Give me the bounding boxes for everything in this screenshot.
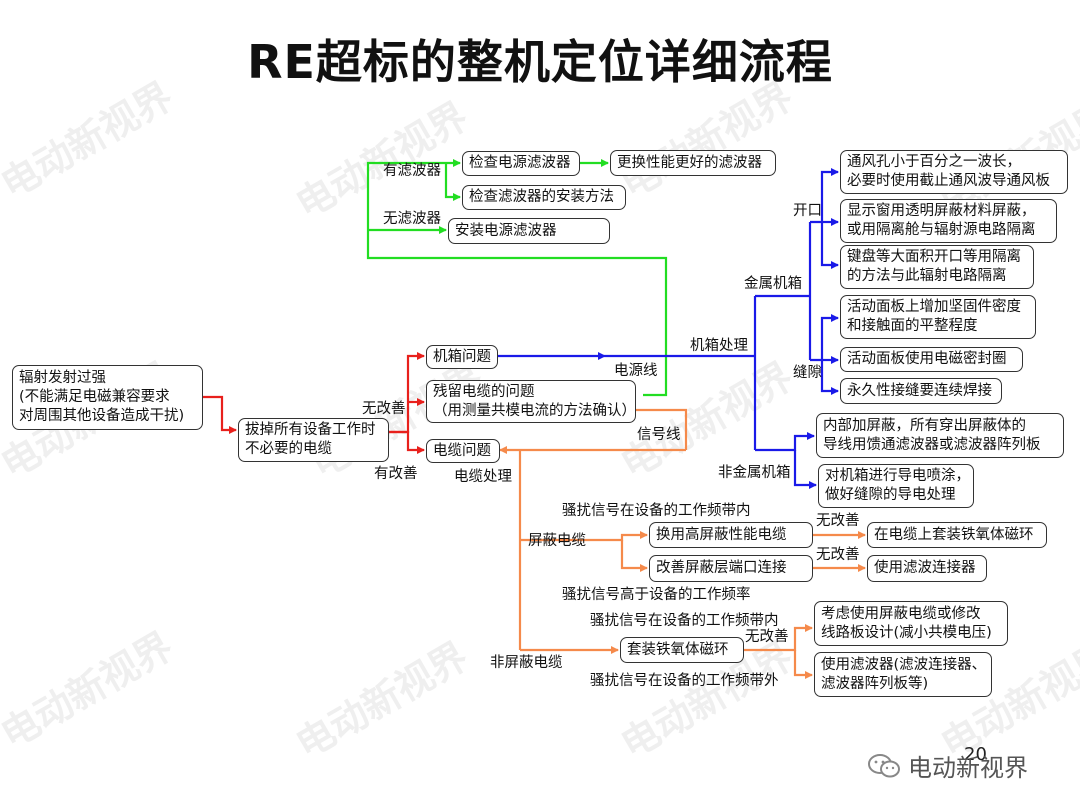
label-cable-processing: 电缆处理 [454,469,512,485]
node-text-line: 或用隔离舱与辐射源电路隔离 [847,222,1036,238]
node-text-line: 键盘等大面积开口等用隔离 [847,249,1021,265]
node-text-line: 不必要的电缆 [245,441,332,457]
node-chassis-issue: 机箱问题 [426,345,498,369]
node-weld: 永久性接缝要连续焊接 [840,378,1002,404]
brand-footer: 电动新视界 [866,748,1028,783]
node-window: 显示窗用透明屏蔽材料屏蔽， 或用隔离舱与辐射源电路隔离 [840,199,1057,243]
node-text-line: 线路板设计(减小共模电压) [821,624,992,641]
node-shielded-or-pcb: 考虑使用屏蔽电缆或修改线路板设计(减小共模电压) [814,601,1008,646]
node-text-line: （用测量共模电流的方法确认） [433,402,636,419]
label-opening: 开口 [793,203,822,219]
page-number: 20 [964,744,987,765]
node-conductive-spray: 对机箱进行导电喷涂， 做好缝隙的导电处理 [818,464,974,508]
node-install-filter: 安装电源滤波器 [448,218,610,244]
node-text-line: 的方法与此辐射电路隔离 [847,268,1007,284]
node-text-line: 残留电缆的问题 [433,383,535,400]
label-power-line: 电源线 [614,363,658,379]
orange-connectors [499,408,866,679]
label-gap: 缝隙 [793,365,822,381]
node-text-line: 更换性能更好的滤波器 [617,154,762,171]
label-above-freq: 骚扰信号高于设备的工作频率 [562,587,751,603]
node-panel-gasket: 活动面板使用电磁密封圈 [840,347,1023,372]
node-check-power-filter: 检查电源滤波器 [462,151,580,176]
node-text-line: 活动面板上增加坚固件密度 [847,299,1021,315]
node-better-filter: 更换性能更好的滤波器 [610,150,776,176]
label-has-improve: 有改善 [374,466,418,482]
node-text-line: 做好缝隙的导电处理 [825,487,956,503]
node-text-line: 检查电源滤波器 [469,155,571,171]
node-text-line: 显示窗用透明屏蔽材料屏蔽， [847,203,1036,219]
node-ferrite-on-cable: 在电缆上套装铁氧体磁环 [867,522,1047,548]
node-text-line: 使用滤波连接器 [874,560,976,576]
node-text-line: 对周围其他设备造成干扰) [19,408,185,424]
node-text-line: 电缆问题 [433,442,491,459]
label-no-filter: 无滤波器 [383,211,441,227]
label-signal-line: 信号线 [637,427,681,443]
node-ferrite: 套装铁氧体磁环 [620,637,744,663]
label-no-improve-4: 无改善 [745,629,789,645]
node-residual-cable: 残留电缆的问题 （用测量共模电流的方法确认） [426,380,636,423]
node-text-line: 和接触面的平整程度 [847,318,978,334]
label-no-improve-3: 无改善 [816,547,860,563]
label-out-band: 骚扰信号在设备的工作频带外 [590,673,779,689]
node-text-line: 安装电源滤波器 [455,222,557,239]
node-check-install: 检查滤波器的安装方法 [462,185,626,210]
red-connectors [203,352,425,454]
node-high-shield-cable: 换用高屏蔽性能电缆 [649,522,813,548]
node-text-line: 使用滤波器(滤波连接器、 [821,656,987,673]
node-text-line: 必要时使用截止通风波导通风板 [847,173,1050,189]
node-text-line: 通风孔小于百分之一波长， [847,154,1021,170]
label-has-filter: 有滤波器 [383,163,441,179]
wechat-icon [868,753,900,777]
node-text-line: 滤波器阵列板等) [821,675,929,692]
label-chassis-processing: 机箱处理 [690,338,748,354]
node-cable-issue: 电缆问题 [426,439,500,463]
page-title: RE超标的整机定位详细流程 [247,35,833,89]
node-text-line: 换用高屏蔽性能电缆 [656,526,787,543]
node-text-line: (不能满足电磁兼容要求 [19,389,170,405]
label-unshielded-cable: 非屏蔽电缆 [490,655,563,671]
label-metal-chassis: 金属机箱 [744,276,802,292]
node-text-line: 辐射发射过强 [19,370,106,386]
node-text-line: 检查滤波器的安装方法 [469,189,614,205]
node-improve-termination: 改善屏蔽层端口连接 [649,555,813,582]
node-text-line: 导线用馈通滤波器或滤波器阵列板 [823,436,1041,453]
node-text-line: 内部加屏蔽，所有穿出屏蔽体的 [823,417,1026,434]
label-no-improve-2: 无改善 [816,513,860,529]
node-unplug-cables: 拔掉所有设备工作时不必要的电缆 [238,418,389,462]
label-shielded-cable: 屏蔽电缆 [528,533,586,549]
label-nonmetal-chassis: 非金属机箱 [718,465,791,481]
node-vent: 通风孔小于百分之一波长， 必要时使用截止通风波导通风板 [840,150,1068,194]
node-radiation-too-strong: 辐射发射过强 (不能满足电磁兼容要求对周围其他设备造成干扰) [12,365,203,430]
label-no-improve: 无改善 [362,401,406,417]
node-text-line: 考虑使用屏蔽电缆或修改 [821,605,981,622]
node-text-line: 套装铁氧体磁环 [627,641,729,658]
node-internal-shield: 内部加屏蔽，所有穿出屏蔽体的导线用馈通滤波器或滤波器阵列板 [816,413,1064,458]
node-keyboard: 键盘等大面积开口等用隔离的方法与此辐射电路隔离 [840,245,1034,289]
node-text-line: 拔掉所有设备工作时 [245,422,376,438]
label-in-band-1: 骚扰信号在设备的工作频带内 [562,503,751,519]
green-connectors [366,159,668,397]
node-text-line: 活动面板使用电磁密封圈 [847,351,1007,367]
blue-connectors [498,168,839,489]
node-text-line: 改善屏蔽层端口连接 [656,560,787,576]
node-filter-connector: 使用滤波连接器 [867,555,987,582]
label-in-band-2: 骚扰信号在设备的工作频带内 [590,613,779,629]
node-panel-fastener: 活动面板上增加坚固件密度和接触面的平整程度 [840,295,1036,339]
node-use-filter: 使用滤波器(滤波连接器、滤波器阵列板等) [814,652,992,697]
brand-name: 电动新视界 [908,754,1028,782]
node-text-line: 永久性接缝要连续焊接 [847,382,992,399]
node-text-line: 机箱问题 [433,348,491,365]
node-text-line: 在电缆上套装铁氧体磁环 [874,526,1034,543]
node-text-line: 对机箱进行导电喷涂， [825,468,970,484]
